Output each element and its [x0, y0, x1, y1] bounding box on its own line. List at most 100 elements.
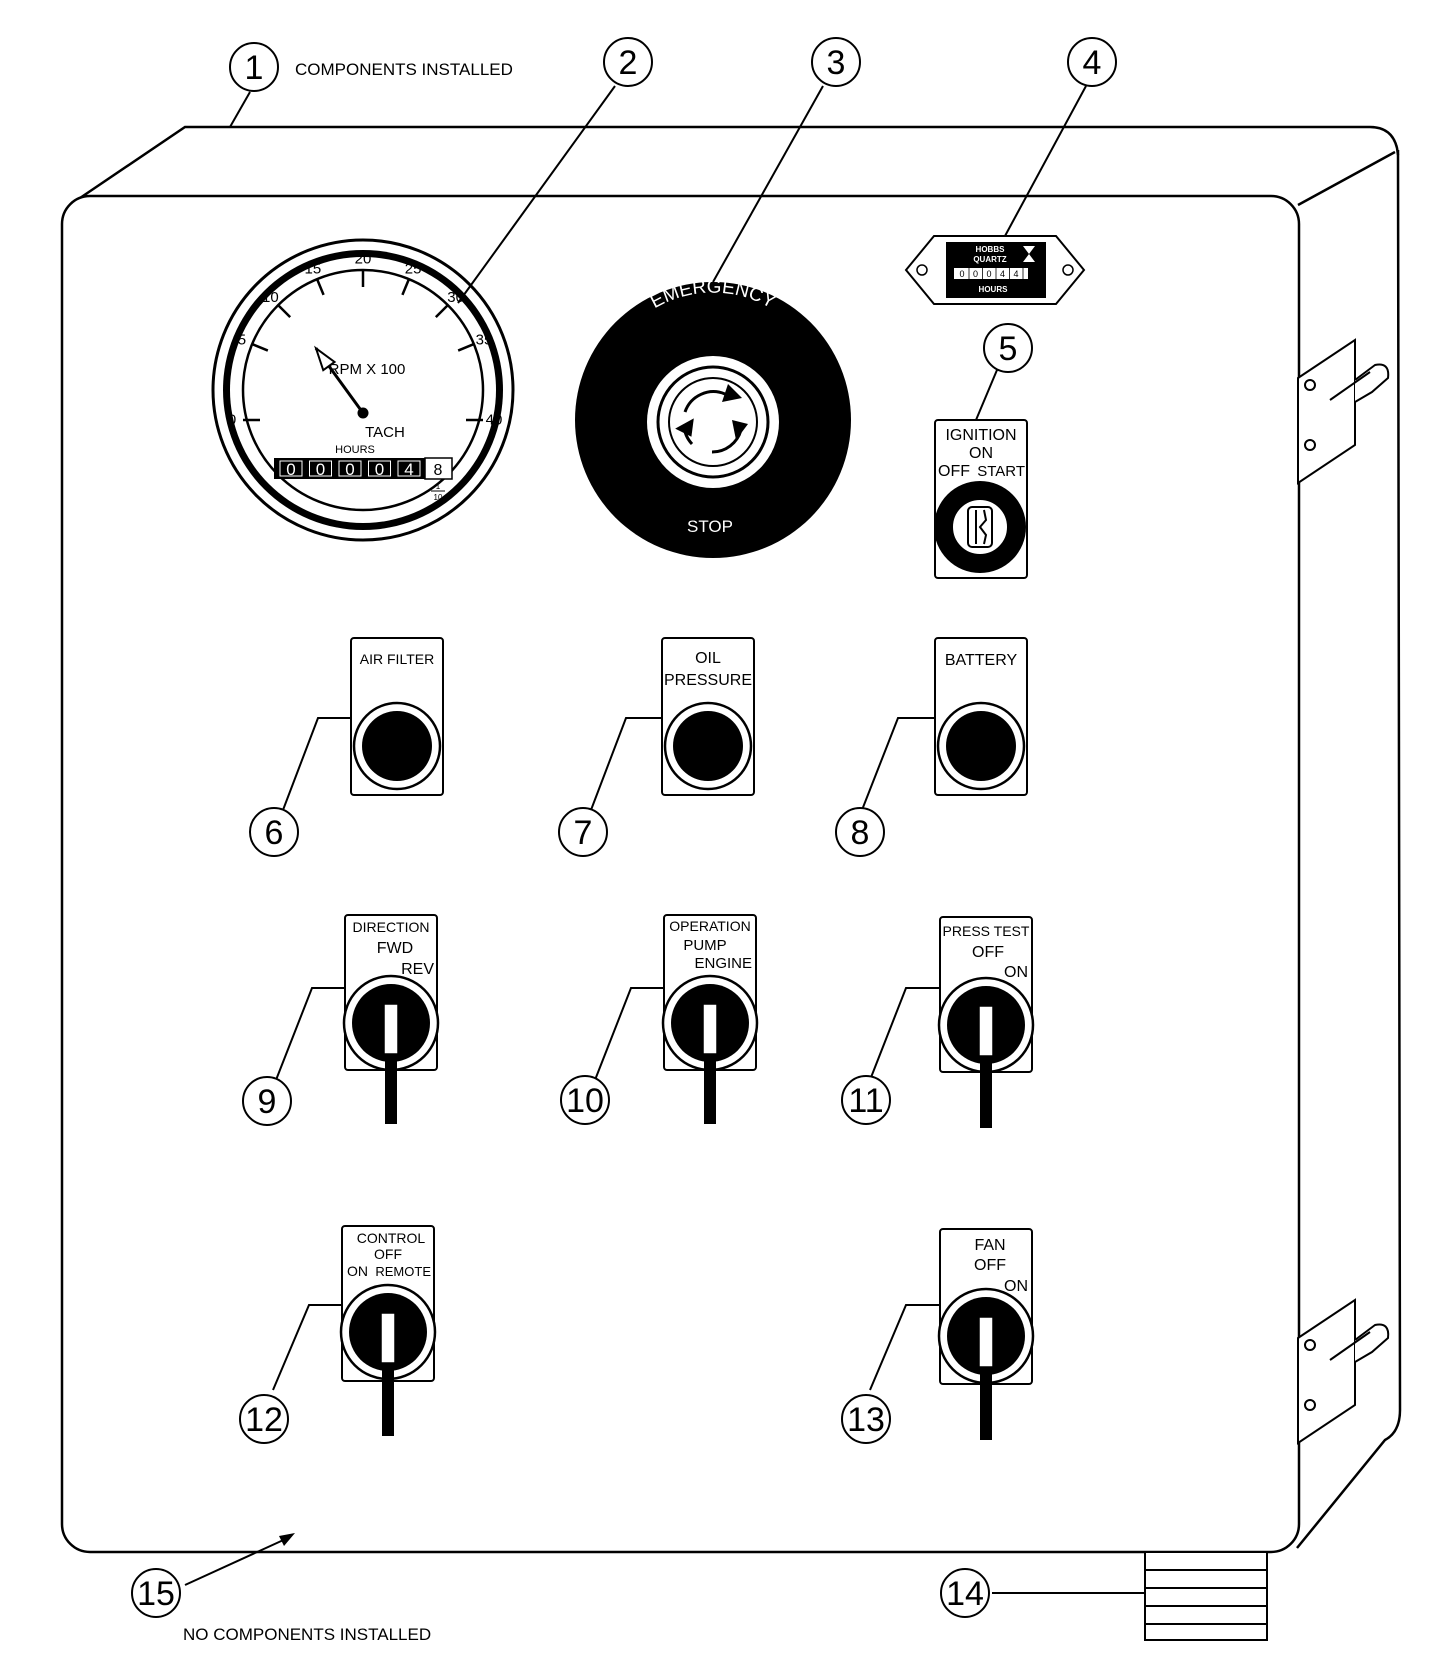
callout-3: 3 — [811, 37, 861, 87]
tach-tick — [277, 304, 292, 319]
svg-text:14: 14 — [946, 1575, 984, 1613]
tach-scale-label: 35 — [476, 331, 493, 348]
hour-meter-digit: 4 — [1013, 269, 1018, 279]
ignition-label-start: START — [977, 463, 1025, 480]
operation-label-pump: PUMP — [683, 937, 726, 954]
oil-label-line2: PRESSURE — [664, 672, 752, 689]
operation-label-engine: ENGINE — [694, 955, 752, 972]
fan-label-on: ON — [1004, 1278, 1028, 1295]
emergency-stop-button: EMERGENCY STOP — [575, 277, 851, 558]
control-label-on: ON — [347, 1263, 368, 1279]
counter-cell — [397, 460, 421, 477]
selector-switch-direction: DIRECTION FWD REV — [342, 914, 440, 1124]
svg-text:4: 4 — [1083, 44, 1102, 82]
tach-tick — [315, 278, 325, 296]
tach-tenths-digit: 8 — [434, 462, 443, 479]
fan-label-line1: FAN — [974, 1237, 1005, 1254]
selector-switch-operation: OPERATION PUMP ENGINE — [661, 914, 759, 1124]
fan-label-off: OFF — [974, 1257, 1006, 1274]
svg-text:3: 3 — [827, 44, 846, 82]
callout-13: 13 — [841, 1394, 891, 1444]
svg-text:7: 7 — [574, 814, 593, 852]
callout-2: 2 — [603, 37, 653, 87]
counter-cell — [309, 460, 332, 477]
svg-text:13: 13 — [847, 1401, 885, 1439]
selector-switch-press-test: PRESS TEST OFF ON — [937, 916, 1035, 1128]
svg-text:15: 15 — [137, 1575, 175, 1613]
tach-scale-label: 0 — [228, 412, 236, 429]
ignition-key-switch: IGNITION ON OFF START — [934, 419, 1028, 579]
callout-12: 12 — [239, 1394, 289, 1444]
hour-meter-digit: 4 — [1000, 269, 1005, 279]
ignition-label-off: OFF — [938, 463, 970, 480]
leader-lines — [184, 85, 1145, 1594]
svg-text:5: 5 — [999, 330, 1018, 368]
key-slot-icon — [967, 506, 993, 548]
counter-digit: 0 — [286, 460, 295, 479]
control-label-line1: CONTROL — [357, 1230, 426, 1246]
emergency-stop-bottom-label: STOP — [687, 517, 733, 536]
tach-hours-label: HOURS — [335, 444, 375, 456]
tach-fraction-numerator: 1 — [436, 482, 441, 491]
press-test-label-line1: PRESS TEST — [943, 923, 1030, 939]
tach-scale-label: 25 — [405, 260, 422, 277]
callout-8: 8 — [835, 807, 885, 857]
hour-meter-hours-label: HOURS — [979, 285, 1009, 294]
ignition-label-line1: IGNITION — [945, 427, 1016, 444]
counter-digit: 0 — [316, 460, 325, 479]
hour-meter-brand-line1: HOBBS — [976, 245, 1006, 254]
control-label-remote: REMOTE — [375, 1264, 431, 1279]
svg-text:2: 2 — [619, 44, 638, 82]
note-no-components-installed: NO COMPONENTS INSTALLED — [183, 1625, 431, 1644]
tach-tick — [434, 304, 449, 319]
tach-tick — [401, 278, 411, 296]
hour-meter-digit: 0 — [959, 269, 964, 279]
counter-cell — [368, 460, 391, 477]
note-components-installed: COMPONENTS INSTALLED — [295, 60, 513, 79]
callout-7: 7 — [558, 807, 608, 857]
tach-scale-ticks — [243, 270, 483, 422]
svg-text:10: 10 — [566, 1082, 604, 1120]
tach-units: RPM X 100 — [329, 361, 406, 378]
svg-text:1: 1 — [245, 49, 264, 87]
press-test-label-off: OFF — [972, 944, 1004, 961]
tach-needle — [314, 345, 369, 419]
press-test-label-on: ON — [1004, 964, 1028, 981]
cable-gland — [1144, 1551, 1268, 1641]
callout-10: 10 — [560, 1075, 610, 1125]
oil-label-line1: OIL — [695, 650, 721, 667]
svg-text:8: 8 — [851, 814, 870, 852]
hinge-upper — [1297, 338, 1390, 485]
hour-meter-brand-line2: QUARTZ — [973, 255, 1006, 264]
tach-name: TACH — [365, 424, 405, 441]
counter-digit: 4 — [404, 460, 413, 479]
direction-label-fwd: FWD — [377, 940, 413, 957]
indicator-battery: BATTERY — [934, 637, 1028, 796]
indicator-air-filter: AIR FILTER — [350, 637, 444, 796]
hour-meter-digit: 0 — [986, 269, 991, 279]
hour-meter-digit: 0 — [973, 269, 978, 279]
tach-tick — [251, 342, 269, 352]
svg-text:9: 9 — [258, 1083, 277, 1121]
hinge-lower — [1297, 1298, 1390, 1445]
counter-digit: 0 — [375, 460, 384, 479]
tach-tick — [457, 342, 475, 352]
callout-14: 14 — [940, 1568, 990, 1618]
tach-scale-label: 20 — [355, 251, 372, 268]
air-filter-label: AIR FILTER — [360, 651, 434, 667]
control-label-off: OFF — [374, 1246, 402, 1262]
tach-scale-label: 10 — [262, 289, 279, 306]
callout-9: 9 — [242, 1076, 292, 1126]
rotate-arrows-icon — [675, 384, 748, 454]
tach-scale-label: 15 — [305, 260, 322, 277]
operation-label-line1: OPERATION — [669, 918, 750, 934]
battery-label: BATTERY — [945, 652, 1018, 669]
callout-6: 6 — [249, 807, 299, 857]
svg-text:6: 6 — [265, 814, 284, 852]
